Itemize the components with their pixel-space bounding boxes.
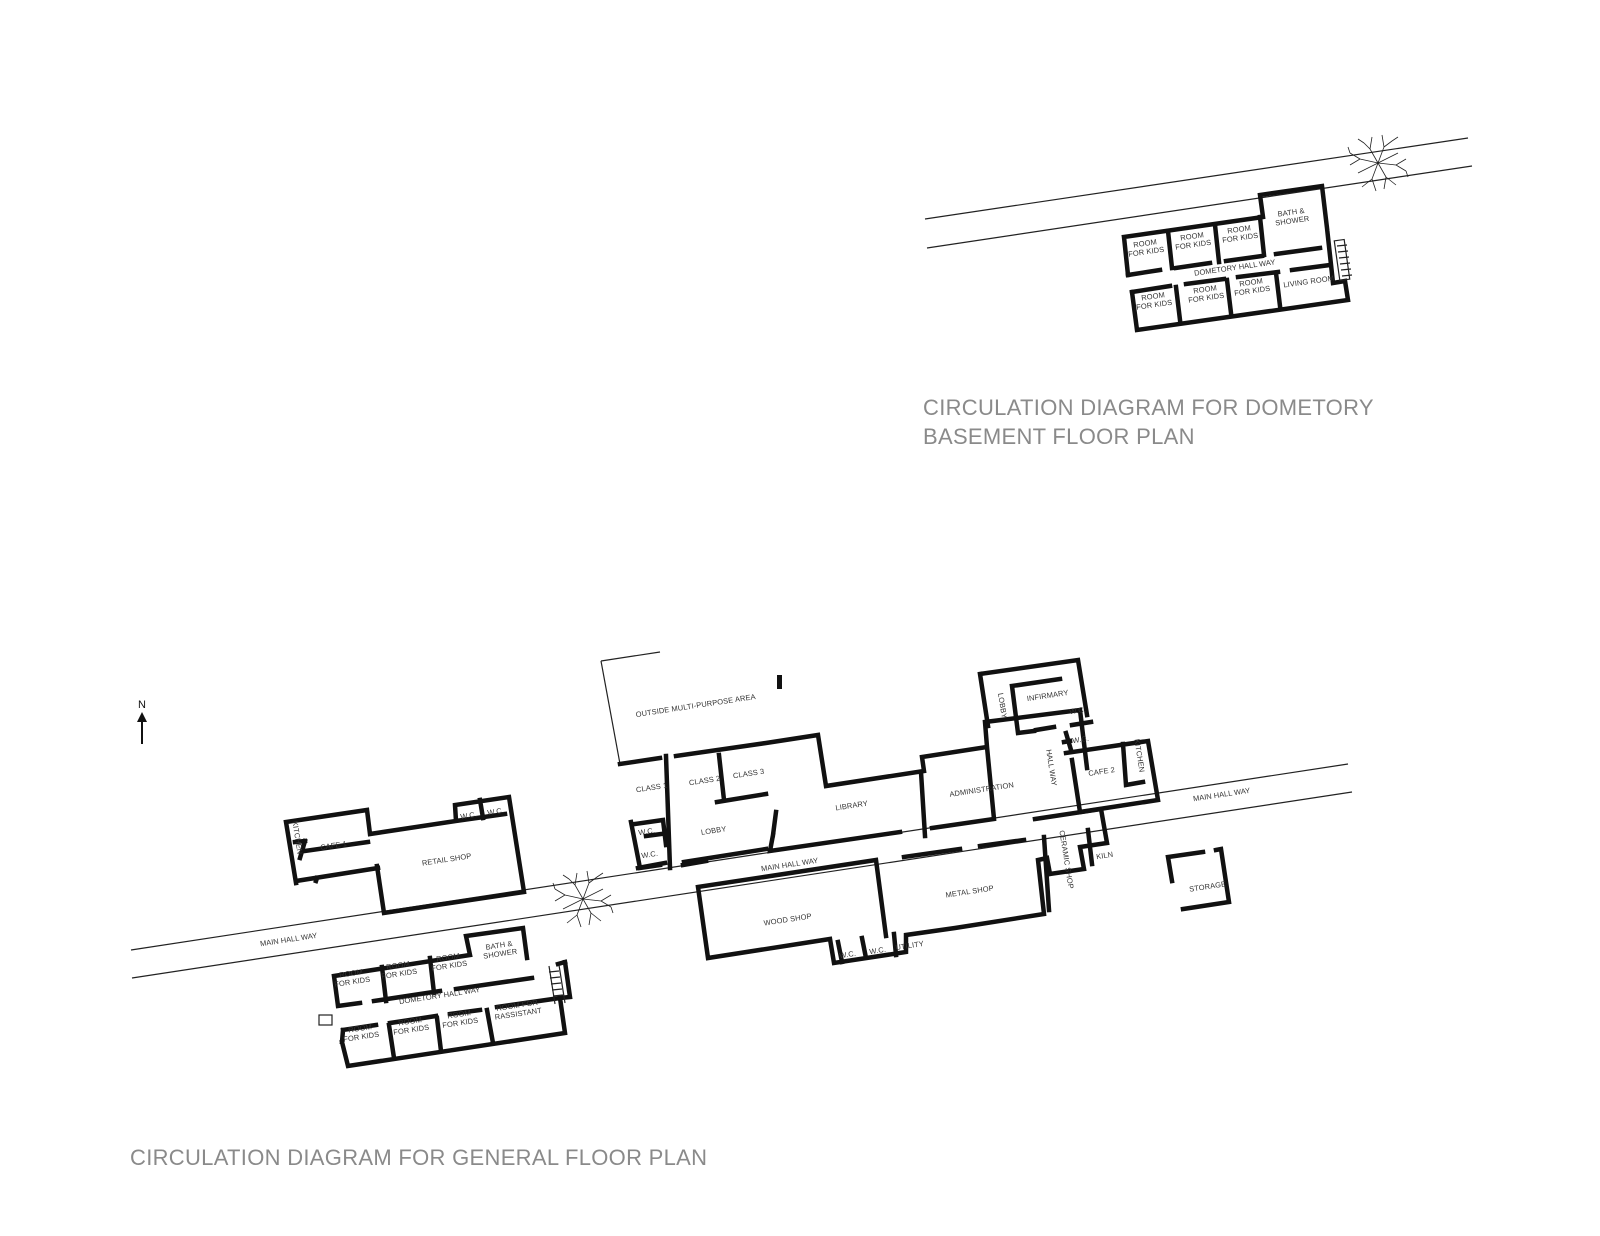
room-label: W.C. bbox=[638, 826, 656, 837]
room-label: W.C. bbox=[1069, 705, 1087, 716]
road-edge bbox=[924, 137, 1469, 220]
room-label: W.C. bbox=[839, 949, 857, 960]
post-icon bbox=[777, 675, 782, 689]
stairs-icon bbox=[1333, 238, 1353, 282]
general-caption-line: CIRCULATION DIAGRAM FOR GENERAL FLOOR PL… bbox=[130, 1145, 708, 1170]
tree-icon bbox=[1347, 134, 1409, 192]
room-label: CLASS 2 bbox=[688, 774, 721, 788]
room-label: ROOM FORRASSISTANT bbox=[493, 997, 543, 1021]
cafe2-block-wall bbox=[1063, 738, 1161, 815]
room-label: W.C. bbox=[1072, 734, 1090, 745]
room-label: LIBRARY bbox=[835, 799, 869, 813]
room-label: WOOD SHOP bbox=[763, 911, 812, 927]
infirmary-block-wall bbox=[977, 657, 1094, 753]
room-label: W.C. bbox=[869, 945, 887, 956]
room-label: ROOMFOR KIDS bbox=[1232, 275, 1270, 297]
room-label: INFIRMARY bbox=[1026, 688, 1069, 703]
room-label: LOBBY bbox=[996, 692, 1009, 719]
room-label: W.C. bbox=[460, 810, 478, 821]
dormitory-caption-line-2: BASEMENT FLOOR PLAN bbox=[923, 424, 1195, 449]
room-label: KILN bbox=[1096, 850, 1114, 861]
main-hall-way-label: MAIN HALL WAY bbox=[259, 931, 317, 949]
stairs-icon bbox=[548, 964, 566, 1005]
room-label: BATH &SHOWER bbox=[1273, 205, 1310, 227]
room-label: LOBBY bbox=[700, 824, 727, 837]
main-hall-way-edge bbox=[130, 763, 1349, 951]
general-caption: CIRCULATION DIAGRAM FOR GENERAL FLOOR PL… bbox=[130, 1143, 707, 1172]
room-label: STORAGE bbox=[1189, 879, 1227, 893]
dormitory-caption-line-1: CIRCULATION DIAGRAM FOR DOMETORY bbox=[923, 395, 1374, 420]
main-hall-way-edge bbox=[131, 791, 1353, 979]
north-label: N bbox=[138, 699, 146, 711]
room-label: W.C. bbox=[487, 806, 505, 817]
outside-area-edge bbox=[600, 651, 661, 765]
room-label: UTILITY bbox=[895, 939, 925, 952]
room-label: ROOMFOR KIDS bbox=[1220, 222, 1258, 244]
dormitory-hall-way-label: DOMETORY HALL WAY bbox=[398, 985, 480, 1006]
room-label: CERAMIC SHOP bbox=[1057, 830, 1075, 890]
road-edge bbox=[926, 165, 1473, 249]
workshop-block-wall bbox=[695, 806, 1110, 966]
room-label: RETAIL SHOP bbox=[421, 851, 472, 867]
storage-wall bbox=[1165, 846, 1232, 912]
room-label: ROOMFOR KIDS bbox=[1134, 289, 1172, 311]
room-label: ROOMFOR KIDS bbox=[1126, 236, 1164, 258]
dormitory-basement-plan: ROOMFOR KIDS ROOMFOR KIDS ROOMFOR KIDS B… bbox=[924, 134, 1473, 333]
dormitory-block-wall bbox=[331, 925, 573, 1069]
tree-icon bbox=[552, 870, 614, 928]
room-label: ROOMFOR KIDS bbox=[1173, 229, 1211, 251]
room-label: ROOMFOR KIDS bbox=[429, 950, 467, 973]
general-floor-plan: N MAIN HALL WAY MAIN HALL WAY MAIN HALL … bbox=[130, 651, 1353, 1069]
room-label: W.C. bbox=[641, 849, 659, 860]
room-label: OUTSIDE MULTI-PURPOSE AREA bbox=[635, 692, 756, 719]
retail-block-wall bbox=[283, 794, 527, 916]
entry-step bbox=[318, 1014, 333, 1026]
room-label: LIVING ROOM bbox=[1283, 274, 1335, 290]
room-label: METAL SHOP bbox=[945, 883, 994, 899]
room-label: CAFE 1 bbox=[320, 839, 348, 852]
education-block-wall bbox=[617, 707, 1090, 871]
north-arrow-icon: N bbox=[137, 699, 147, 744]
room-label: BATH &SHOWER bbox=[481, 938, 518, 961]
main-hall-way-label: MAIN HALL WAY bbox=[1192, 786, 1250, 804]
dormitory-caption: CIRCULATION DIAGRAM FOR DOMETORY BASEMEN… bbox=[923, 393, 1374, 451]
room-label: ROOMFOR KIDS bbox=[1186, 282, 1224, 304]
room-label: CLASS 1 bbox=[635, 781, 668, 795]
dormitory-outer-wall bbox=[1121, 183, 1351, 333]
room-label: CLASS 3 bbox=[732, 767, 765, 781]
room-label: ROOMFOR KIDS bbox=[391, 1014, 429, 1037]
hall-way-label: HALL WAY bbox=[1044, 749, 1059, 787]
room-label: ADMINISTRATION bbox=[949, 780, 1015, 799]
dormitory-inner-wall bbox=[1125, 214, 1333, 323]
room-label: CAFE 2 bbox=[1088, 765, 1116, 778]
